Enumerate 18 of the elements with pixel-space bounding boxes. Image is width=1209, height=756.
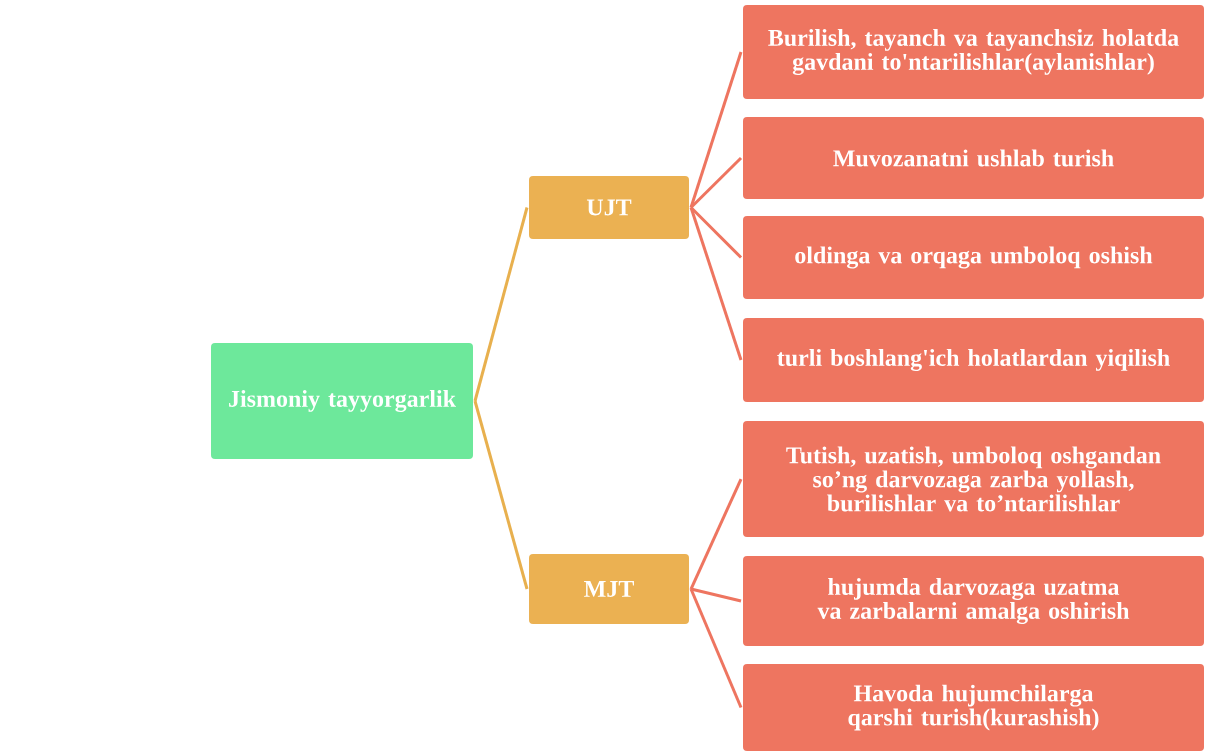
- connector-line: [690, 587, 742, 603]
- item-box: turli boshlang'ich holatlardan yiqilish: [741, 316, 1206, 404]
- connector-line: [689, 207, 743, 361]
- item-box: Burilish, tayanch va tayanchsiz holatda gavdani to'ntarilishlar(aylanishlar): [741, 3, 1206, 101]
- connector-line: [473, 207, 529, 402]
- item-box: Havoda hujumchilarga qarshi turish(kurashish): [741, 662, 1206, 753]
- connector-line: [473, 400, 529, 590]
- connector-line: [689, 156, 743, 209]
- category-box: UJT: [527, 174, 691, 241]
- connector-line: [689, 588, 743, 709]
- item-box: Muvozanatni ushlab turish: [741, 115, 1206, 201]
- category-box: MJT: [527, 552, 691, 626]
- connector-line: [689, 478, 743, 590]
- root-box: Jismoniy tayyorgarlik: [209, 341, 475, 461]
- item-box: oldinga va orqaga umboloq oshish: [741, 214, 1206, 301]
- item-box: Tutish, uzatish, umboloq oshgandan so’ng darvozaga zarba yollash, burilishlar va to’ntarilishlar: [741, 419, 1206, 539]
- connector-line: [689, 51, 743, 208]
- item-box: hujumda darvozaga uzatma va zarbalarni amalga oshirish: [741, 554, 1206, 648]
